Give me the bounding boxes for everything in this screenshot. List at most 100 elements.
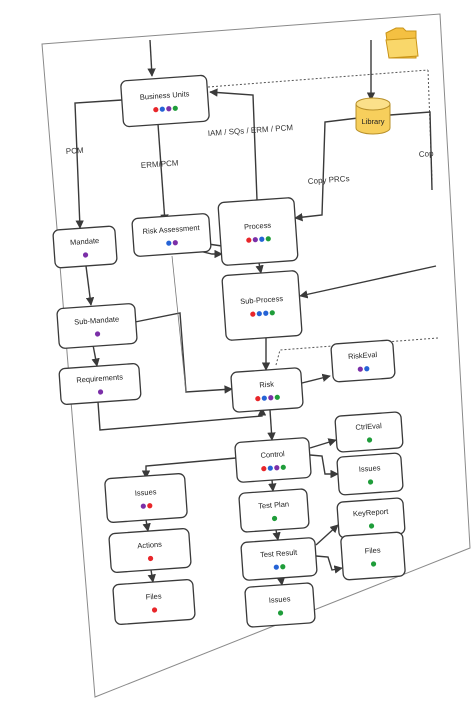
node-box [334, 411, 404, 453]
blue-dot [159, 106, 165, 112]
node-label: Issues [134, 487, 157, 498]
edge-label-cop: Cop [419, 149, 435, 159]
node-label: Test Plan [258, 499, 289, 510]
purple-dot [172, 240, 178, 246]
red-dot [255, 396, 261, 402]
node-risk-assessment[interactable]: Risk Assessment [131, 213, 212, 257]
node-process[interactable]: Process [217, 197, 299, 266]
node-box [104, 473, 188, 523]
edge-label-copy-prcs: Copy PRCs [308, 174, 350, 186]
node-files-left[interactable]: Files [112, 579, 196, 625]
node-box [238, 488, 310, 533]
node-ctrleval[interactable]: CtrlEval [334, 411, 404, 453]
node-box [340, 531, 406, 581]
purple-dot [268, 395, 274, 401]
node-box [230, 367, 304, 413]
node-label: Risk [259, 379, 274, 389]
node-test-result[interactable]: Test Result [240, 537, 318, 581]
node-sub-mandate[interactable]: Sub-Mandate [56, 303, 138, 349]
folder-icon [385, 27, 419, 59]
green-dot [367, 479, 374, 485]
green-dot [277, 610, 284, 616]
purple-dot [82, 252, 89, 258]
blue-dot [267, 465, 273, 471]
green-dot [265, 236, 271, 242]
node-issues-right[interactable]: Issues [336, 452, 404, 496]
node-risk[interactable]: Risk [230, 367, 304, 413]
green-dot [271, 515, 278, 522]
node-box [336, 452, 404, 496]
purple-dot [252, 237, 258, 243]
blue-dot [261, 395, 267, 401]
green-dot [274, 394, 280, 400]
node-issues-bottom[interactable]: Issues [244, 582, 316, 628]
node-label: Control [260, 449, 285, 460]
node-box [234, 437, 312, 483]
node-label: Files [145, 591, 162, 601]
node-box [112, 579, 196, 625]
node-label: Business Units [140, 89, 190, 101]
node-label: KeyReport [353, 507, 390, 519]
connectors [74, 39, 437, 586]
green-dot [366, 437, 373, 443]
node-requirements[interactable]: Requirements [58, 363, 142, 405]
node-box [56, 303, 138, 349]
purple-dot [140, 503, 146, 509]
library-node[interactable]: Library [355, 97, 391, 135]
node-label: CtrlEval [355, 421, 382, 432]
node-label: Sub-Mandate [74, 314, 120, 326]
purple-dot [274, 465, 280, 471]
node-label: RiskEval [348, 350, 378, 361]
node-box [221, 270, 303, 341]
node-box [240, 537, 318, 581]
node-label: Issues [358, 463, 381, 474]
blue-dot [256, 311, 262, 317]
node-mandate[interactable]: Mandate [52, 225, 118, 269]
node-box [217, 197, 299, 266]
node-files-right[interactable]: Files [340, 531, 406, 581]
blue-dot [259, 236, 265, 242]
node-label: Actions [137, 540, 162, 551]
node-actions[interactable]: Actions [108, 528, 192, 573]
node-control[interactable]: Control [234, 437, 312, 483]
node-label: Test Result [260, 548, 299, 560]
node-issues-left[interactable]: Issues [104, 473, 188, 523]
red-dot [147, 503, 153, 509]
node-box [58, 363, 142, 405]
node-label: Files [364, 545, 381, 555]
green-dot [280, 564, 286, 570]
red-dot [147, 555, 154, 562]
node-business-units[interactable]: Business Units [120, 74, 210, 128]
node-label: Mandate [70, 236, 100, 247]
blue-dot [364, 366, 370, 372]
node-keyreport[interactable]: KeyReport [336, 497, 406, 539]
node-box [131, 213, 212, 257]
node-label: Process [244, 221, 272, 232]
node-sub-process[interactable]: Sub-Process [221, 270, 303, 341]
green-dot [370, 561, 377, 567]
blue-dot [263, 310, 269, 316]
green-dot [172, 105, 178, 111]
blue-dot [166, 240, 172, 246]
node-test-plan[interactable]: Test Plan [238, 488, 310, 533]
edge-label-pcm: PCM [66, 146, 85, 156]
red-dot [153, 107, 159, 113]
node-box [120, 74, 210, 128]
purple-dot [94, 331, 101, 337]
green-dot [368, 523, 375, 529]
node-label: Issues [268, 594, 291, 605]
node-riskeval[interactable]: RiskEval [330, 339, 396, 383]
node-label: Risk Assessment [142, 223, 201, 236]
red-dot [246, 237, 252, 243]
library-label: Library [362, 117, 385, 126]
red-dot [250, 311, 256, 317]
purple-dot [97, 389, 104, 395]
node-label: Sub-Process [240, 294, 284, 306]
edge-label-erm-pcm: ERM/PCM [141, 158, 180, 170]
node-box [330, 339, 396, 383]
red-dot [151, 607, 158, 613]
green-dot [280, 464, 286, 470]
